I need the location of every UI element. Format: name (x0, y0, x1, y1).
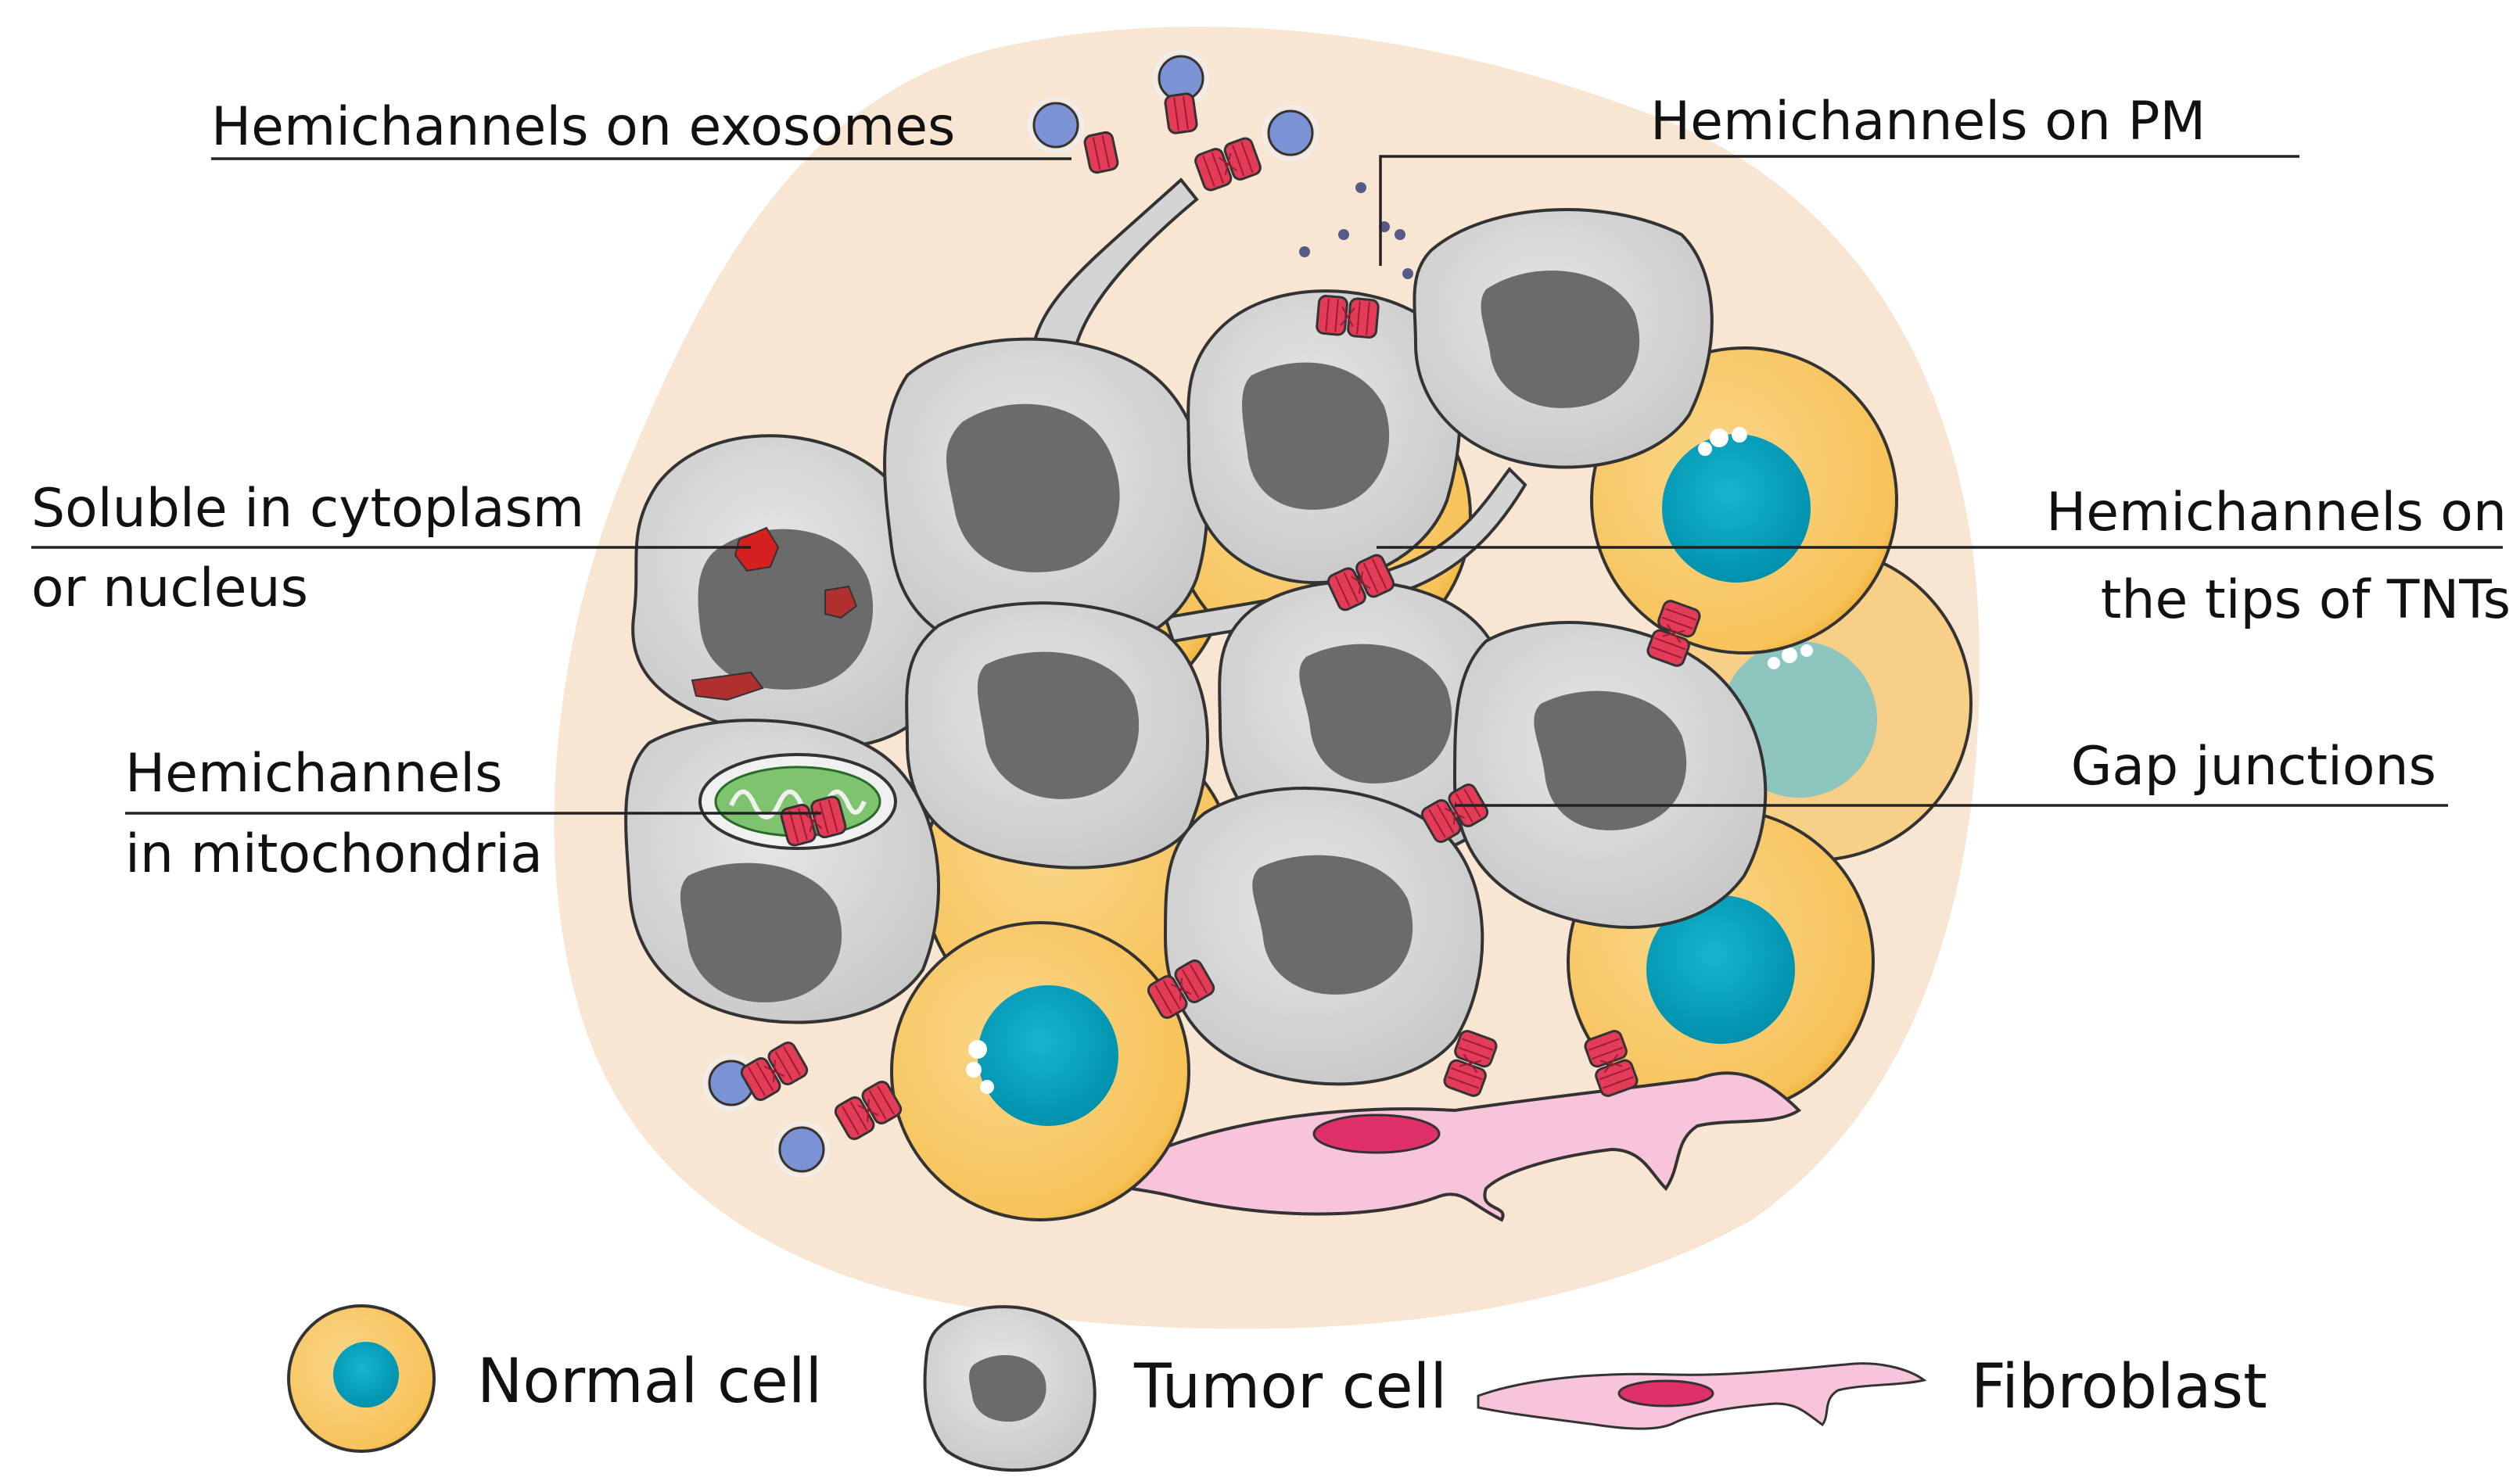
label-hemichannels-exosomes: Hemichannels on exosomes (211, 96, 955, 158)
label-tnt-line2: the tips of TNTs (2101, 569, 2511, 631)
soluble-connexin-fragments (691, 526, 858, 701)
normal-cell-bottom-left (890, 921, 1190, 1221)
hemichannels-on-pm (1315, 294, 1380, 339)
tumor-cell-5 (905, 601, 1209, 870)
label-mito-line2: in mitochondria (125, 823, 543, 885)
label-gap-junctions: Gap junctions (2071, 736, 2436, 798)
exosome-5 (774, 1121, 830, 1178)
hemichannel-exosome-2 (1163, 91, 1199, 135)
label-tnt-line1: Hemichannels on (2046, 482, 2507, 543)
label-soluble-line1: Soluble in cytoplasm (31, 478, 584, 540)
tumor-cell-2 (883, 337, 1209, 660)
tumor-cell-4 (1413, 208, 1714, 469)
legend-tumor-cell-label: Tumor cell (1133, 1352, 1447, 1422)
legend-fibroblast-icon (1477, 1362, 1927, 1430)
tumor-cell-3 (1186, 289, 1462, 585)
tumor-cell-8 (624, 719, 940, 1024)
label-soluble-line2: or nucleus (31, 558, 308, 619)
exosome-3 (1262, 105, 1319, 161)
label-hemichannels-pm: Hemichannels on PM (1650, 91, 2206, 152)
legend: Normal cell Tumor cell Fibroblast (287, 1304, 2267, 1472)
fibroblast (1090, 1071, 1802, 1222)
label-mito-line1: Hemichannels (125, 743, 503, 805)
legend-normal-cell-label: Normal cell (477, 1347, 822, 1417)
legend-fibroblast-label: Fibroblast (1971, 1352, 2267, 1422)
leader-lines (31, 155, 2503, 815)
legend-tumor-cell-icon (923, 1305, 1097, 1472)
tnt-tube-top (1030, 178, 1199, 362)
tumor-cell-1 (631, 434, 946, 750)
legend-normal-cell-icon (287, 1304, 436, 1453)
tumor-cell-9 (1163, 787, 1484, 1086)
tumor-cell-7 (1452, 621, 1768, 929)
exosome-1 (1028, 97, 1084, 153)
hemichannel-exosome-1 (1082, 130, 1121, 175)
mitochondrion (698, 753, 897, 850)
